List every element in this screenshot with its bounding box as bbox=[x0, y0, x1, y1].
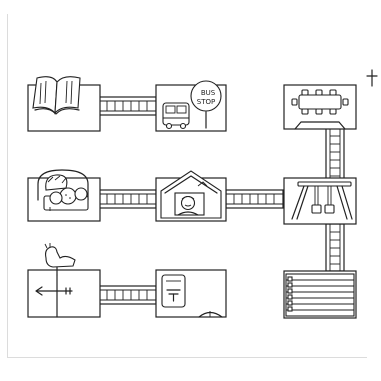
station-bleachers bbox=[284, 271, 356, 318]
rail-vegetables-to-house bbox=[99, 190, 156, 208]
station-dining-table bbox=[284, 85, 356, 129]
station-weathervane bbox=[28, 243, 100, 317]
station-vegetable-basket bbox=[28, 170, 100, 221]
rail-library-to-busstop bbox=[99, 97, 156, 115]
bleachers-icon bbox=[286, 274, 354, 316]
sign-line-1: BUS bbox=[201, 89, 216, 97]
bus-icon bbox=[163, 103, 189, 129]
rail-table-to-swing bbox=[326, 128, 344, 180]
sign-line-2: STOP bbox=[197, 98, 215, 106]
rail-house-to-swing bbox=[226, 190, 283, 208]
north-arrow-icon bbox=[367, 70, 377, 86]
rail-weathervane-to-mailbox bbox=[99, 286, 156, 304]
rail-swing-to-bleachers bbox=[326, 224, 344, 271]
station-house bbox=[156, 171, 226, 221]
station-library-book bbox=[28, 77, 100, 131]
station-mailbox bbox=[156, 270, 226, 317]
station-bus-stop: BUS STOP bbox=[156, 81, 226, 131]
book-icon bbox=[33, 77, 80, 114]
station-swing bbox=[284, 178, 356, 224]
